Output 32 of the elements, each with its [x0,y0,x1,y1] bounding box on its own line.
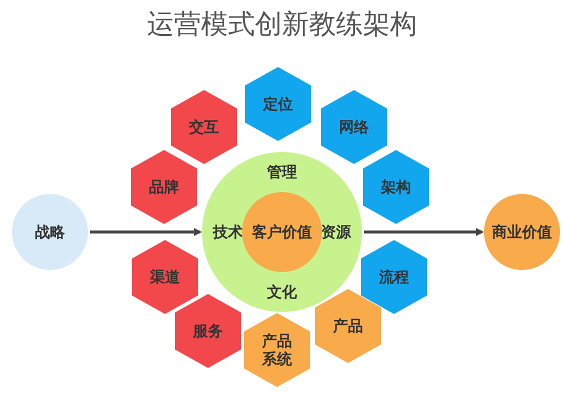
hexagon-label: 产品系统 [261,332,293,368]
hexagon-label: 定位 [263,95,293,113]
title: 运营模式创新教练架构 [146,8,418,42]
circle-label: 客户价值 [252,223,312,241]
ring-label: 资源 [321,223,351,241]
hexagon [244,313,310,387]
hexagon [171,90,237,164]
circle [242,192,322,272]
circle-label: 战略 [35,223,65,241]
hexagon [245,67,311,141]
hexagon-label: 服务 [193,322,223,340]
hexagon-label: 架构 [381,178,411,196]
ring-label: 文化 [267,283,297,301]
circle [202,152,362,312]
circle [12,194,88,270]
ring-label: 技术 [213,223,243,241]
hexagon-label: 交互 [189,118,219,136]
ring-label: 管理 [267,163,297,181]
hexagon [132,240,198,314]
hexagon-label: 流程 [379,268,409,286]
hexagon [175,294,241,368]
hexagon-label: 品牌 [149,178,179,196]
hexagon [321,90,387,164]
hexagon-label: 网络 [339,118,369,136]
hexagon-label: 渠道 [150,268,180,286]
circle-label: 商业价值 [492,223,552,241]
arrow [364,228,484,236]
arrow [90,228,202,236]
hexagon-label: 产品 [333,317,363,335]
hexagon [315,289,381,363]
hexagon [131,150,197,224]
circle [484,194,560,270]
